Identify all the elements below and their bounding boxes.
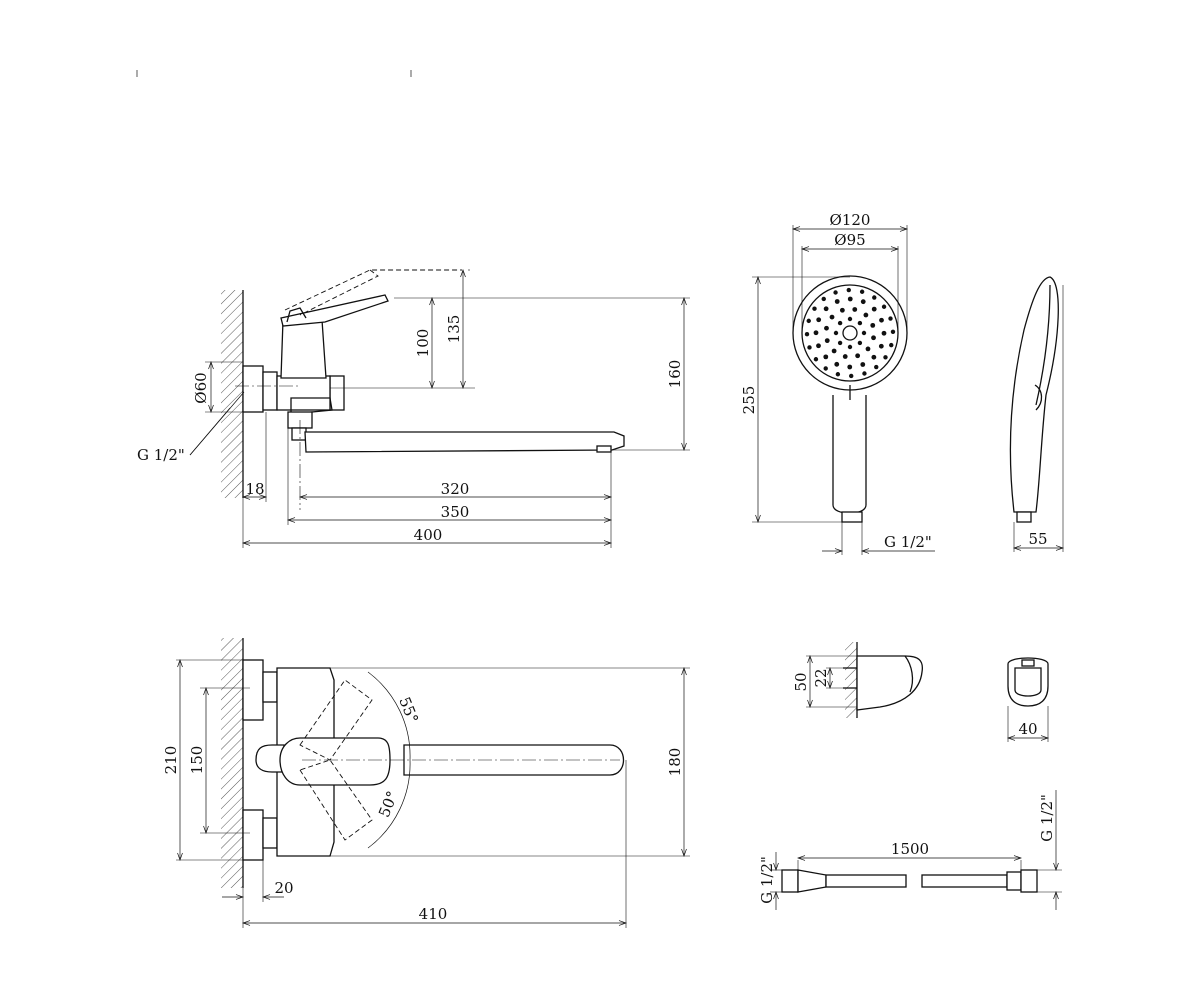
spray-hole [823, 366, 828, 371]
spray-hole [874, 364, 879, 370]
spray-hole [821, 296, 826, 302]
dim-total-length-top: 410 [419, 905, 448, 923]
spray-hole [881, 304, 887, 309]
spray-hole [847, 364, 853, 370]
dim-shower-length: 255 [740, 386, 758, 415]
spray-hole [847, 344, 853, 350]
spray-hole [859, 289, 865, 294]
spray-hole [872, 295, 877, 300]
spray-hole [816, 343, 821, 349]
wall-section [221, 290, 244, 498]
spray-hole [889, 342, 894, 348]
dim-wall-offset-top: 20 [274, 879, 293, 897]
spray-hole [879, 317, 884, 323]
spray-hole [888, 316, 893, 321]
spray-hole [834, 361, 840, 367]
dim-outer-width: 210 [162, 746, 180, 775]
spray-hole [883, 355, 888, 360]
spray-hole [870, 322, 876, 328]
spray-hole [857, 320, 863, 326]
thread-label: G 1/2" [137, 446, 185, 464]
spray-hole [846, 287, 851, 293]
spray-hole [829, 314, 835, 320]
spray-hole [835, 372, 841, 377]
spray-hole [823, 306, 829, 312]
spray-hole [871, 354, 877, 360]
dim-outlet-height: 100 [414, 329, 432, 358]
dim-total-length: 400 [414, 526, 443, 544]
dim-depth: 180 [666, 748, 684, 777]
spray-hole [890, 329, 896, 334]
angle-upper: 55° [395, 694, 422, 725]
dim-head-outer: Ø120 [830, 211, 871, 229]
spray-hole [833, 330, 839, 336]
dim-inner-width: 150 [188, 746, 206, 775]
hose: 1500 G 1/2" G 1/2" [758, 790, 1062, 910]
dim-shower-depth: 55 [1028, 530, 1047, 548]
spray-hole [852, 307, 858, 312]
spray-hole [807, 345, 812, 350]
top-view: 55° 50° 210 150 180 20 410 [162, 638, 690, 928]
spray-hole [842, 354, 848, 359]
front-view: 100 135 160 Ø60 G 1/2" 18 320 350 400 [137, 270, 690, 548]
spray-hole [871, 335, 876, 341]
spray-hole [834, 299, 840, 304]
spray-hole [863, 312, 869, 318]
spray-hole [812, 306, 817, 311]
spray-hole [839, 307, 845, 313]
shower-head [792, 275, 908, 391]
spray-hole [860, 362, 866, 367]
spout [304, 431, 625, 453]
wall-holder-front: 40 [1008, 657, 1048, 742]
wall-holder-side: 50 22 [792, 642, 924, 718]
dim-spout-320: 320 [441, 480, 470, 498]
dim-holder-height: 50 [792, 672, 810, 691]
faucet-body [242, 319, 345, 441]
spray-hole [824, 325, 829, 331]
spray-hole [855, 353, 861, 359]
spray-hole [837, 320, 843, 326]
spray-hole [823, 354, 829, 360]
spray-hole [833, 290, 838, 295]
spray-hole [813, 357, 819, 362]
shower-thread: G 1/2" [884, 533, 932, 551]
spray-hole [806, 318, 811, 324]
dim-mount-spacing: 22 [812, 668, 830, 687]
spray-hole [857, 340, 863, 346]
spray-hole [861, 330, 867, 336]
angle-lower: 50° [375, 788, 402, 819]
spray-hole [816, 317, 822, 323]
dim-hose-length: 1500 [891, 840, 929, 858]
dim-head-inner: Ø95 [834, 231, 865, 249]
spray-hole [837, 340, 843, 346]
dim-wall-offset: 18 [245, 480, 264, 498]
spray-holes [804, 287, 896, 379]
wall-section [221, 638, 244, 888]
spray-hole [813, 330, 819, 336]
spray-hole [847, 296, 853, 302]
hose-thread-right: G 1/2" [1038, 794, 1056, 842]
spray-hole [860, 299, 866, 305]
spray-hole [824, 338, 830, 344]
spray-hole [831, 348, 837, 354]
spray-hole [847, 316, 853, 322]
spray-hole [804, 332, 810, 337]
dim-lever-height: 135 [445, 315, 463, 344]
lever [280, 269, 462, 327]
spray-hole [849, 373, 854, 379]
hand-shower-front: Ø120 Ø95 255 G 1/2" [740, 211, 935, 555]
spray-hole [878, 343, 884, 349]
lever-top [279, 737, 391, 786]
dim-holder-width: 40 [1018, 720, 1037, 738]
hand-shower-side: 55 [1009, 276, 1063, 552]
spray-hole [881, 330, 887, 336]
dim-eccentric-diameter: Ø60 [192, 372, 210, 403]
hose-thread-left: G 1/2" [758, 856, 776, 904]
spray-hole [865, 346, 871, 352]
dim-total-height: 160 [666, 360, 684, 389]
dim-spout-350: 350 [441, 503, 470, 521]
spray-hole [871, 306, 877, 312]
spray-hole [862, 371, 867, 376]
